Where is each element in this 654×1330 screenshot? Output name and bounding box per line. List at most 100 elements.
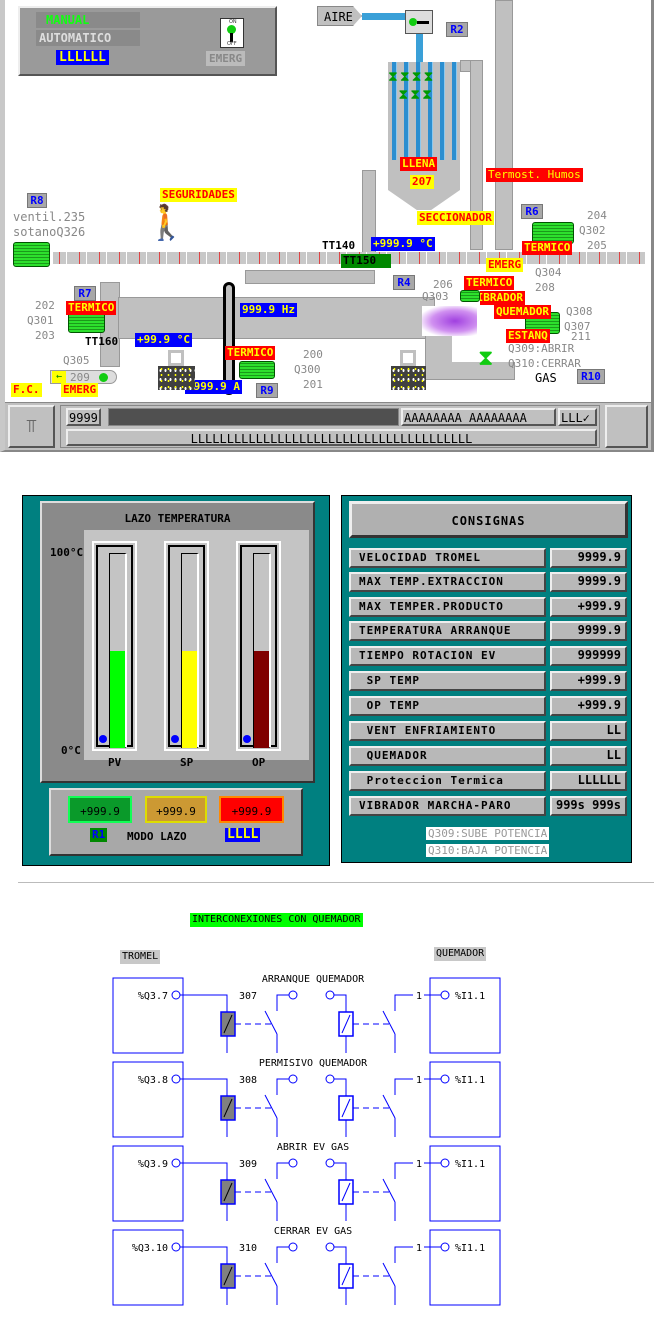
scada-view: MANUAL AUTOMATICO LLLLLL ON OFF EMERG AI… bbox=[0, 0, 654, 452]
consigna-value[interactable]: +999.9 bbox=[550, 597, 627, 617]
consigna-value[interactable]: 9999.9 bbox=[550, 548, 627, 568]
plc-output-box bbox=[112, 1061, 184, 1138]
alarm-count: 9999 bbox=[66, 408, 101, 426]
vibrador-motor[interactable] bbox=[460, 290, 480, 302]
arrow-left-icon: ← bbox=[52, 371, 66, 383]
burner-input-box bbox=[429, 1061, 501, 1138]
consigna-value[interactable]: +999.9 bbox=[550, 671, 627, 691]
consigna-label[interactable]: VELOCIDAD TROMEL bbox=[349, 548, 546, 568]
interconexiones-title: INTERCONEXIONES CON QUEMADOR bbox=[190, 913, 363, 927]
modo-lazo-value[interactable]: LLLL bbox=[225, 827, 261, 842]
bar-label: SP bbox=[180, 756, 194, 769]
op-value-button[interactable]: +999.9 bbox=[219, 796, 284, 823]
quem-code: Q308 bbox=[566, 305, 593, 318]
consigna-label[interactable]: TIEMPO ROTACION EV bbox=[349, 646, 546, 666]
manual-button[interactable]: MANUAL bbox=[36, 12, 140, 28]
person-icon[interactable]: 🚶 bbox=[145, 203, 188, 243]
consigna-label[interactable]: MAX TEMP.EXTRACCION bbox=[349, 572, 546, 592]
r6-motor[interactable] bbox=[532, 222, 574, 244]
consigna-label[interactable]: TEMPERATURA ARRANQUE bbox=[349, 621, 546, 641]
plc-output: %Q3.8 bbox=[138, 1075, 168, 1086]
consigna-label[interactable]: Proteccion Termica bbox=[349, 771, 546, 791]
row-title: ARRANQUE QUEMADOR bbox=[262, 974, 365, 985]
r6-code: 205 bbox=[587, 239, 607, 252]
hopper bbox=[391, 366, 426, 390]
gas-valve-icon[interactable]: ⧗ bbox=[478, 346, 494, 371]
consigna-value[interactable]: LL bbox=[550, 746, 627, 766]
terminal-icon bbox=[325, 990, 335, 1000]
frequency-unit: Hz bbox=[281, 303, 295, 316]
terminal-icon bbox=[171, 1242, 181, 1252]
terminal-icon bbox=[440, 1158, 450, 1168]
r9-motor[interactable] bbox=[239, 361, 275, 379]
hopper bbox=[158, 366, 195, 390]
consigna-label[interactable]: SP TEMP bbox=[349, 671, 546, 691]
consigna-value[interactable]: LL bbox=[550, 721, 627, 741]
consigna-value[interactable]: 999s 999s bbox=[550, 796, 627, 816]
relay-number: 308 bbox=[239, 1075, 257, 1086]
ack-button[interactable]: LLL✓ bbox=[558, 408, 597, 426]
r9-tag: R9 bbox=[256, 383, 278, 398]
r2-tag: R2 bbox=[446, 22, 468, 37]
consigna-value[interactable]: +999.9 bbox=[550, 696, 627, 716]
alarm-bell-button[interactable]: ⫪ bbox=[8, 405, 55, 448]
switch-knob-icon bbox=[227, 25, 236, 34]
automatico-button[interactable]: AUTOMATICO bbox=[36, 30, 140, 46]
tt140-reading: +999.9 bbox=[373, 237, 413, 250]
interlock-row: ABRIR EV GAS %Q3.9 309 1 %I1.1 bbox=[112, 1142, 501, 1222]
fan-motor[interactable] bbox=[13, 242, 50, 267]
scale-max: 100°C bbox=[50, 546, 84, 559]
air-pipe bbox=[362, 13, 406, 20]
row-title: PERMISIVO QUEMADOR bbox=[259, 1058, 368, 1069]
consigna-label[interactable]: VENT ENFRIAMIENTO bbox=[349, 721, 546, 741]
consigna-value[interactable]: 9999.9 bbox=[550, 621, 627, 641]
emerg-indicator: EMERG bbox=[486, 258, 524, 272]
bulb-icon bbox=[243, 735, 251, 743]
alarm-message: LLLLLLLLLLLLLLLLLLLLLLLLLLLLLLLLLLLLLLL bbox=[66, 429, 597, 446]
r6-code: 204 bbox=[587, 209, 607, 222]
bar-op bbox=[236, 541, 281, 751]
sp-value-button[interactable]: +999.9 bbox=[145, 796, 207, 823]
r9-code: 200 bbox=[303, 348, 323, 361]
consigna-label[interactable]: QUEMADOR bbox=[349, 746, 546, 766]
alarm-text: AAAAAAAA AAAAAAAA bbox=[401, 408, 556, 426]
consigna-label[interactable]: MAX TEMPER.PRODUCTO bbox=[349, 597, 546, 617]
quemador-label-right: QUEMADOR bbox=[434, 947, 487, 961]
r9-code: 201 bbox=[303, 378, 323, 391]
r7-code: 203 bbox=[35, 329, 55, 342]
lazo-panel: LAZO TEMPERATURA 100°C 0°C PV SP OP +999… bbox=[22, 495, 330, 866]
plc-output-box bbox=[112, 1145, 184, 1222]
bar-label: OP bbox=[252, 756, 266, 769]
scale-min: 0°C bbox=[61, 744, 81, 757]
consignas-title: CONSIGNAS bbox=[349, 501, 628, 538]
termost-humos: Termost. Humos bbox=[486, 168, 583, 182]
burner-input: %I1.1 bbox=[455, 1243, 485, 1254]
r7-motor[interactable] bbox=[68, 312, 105, 333]
filter-level: 207 bbox=[410, 175, 434, 189]
tromel-label: TROMEL bbox=[120, 950, 161, 964]
tt160-unit: °C bbox=[176, 333, 190, 346]
consigna-value[interactable]: 999999 bbox=[550, 646, 627, 666]
r7-tag: R7 bbox=[74, 286, 96, 301]
terminal-icon bbox=[288, 990, 298, 1000]
pv-value-button[interactable]: +999.9 bbox=[68, 796, 132, 823]
burner-input: %I1.1 bbox=[455, 1075, 485, 1086]
air-valve-switch[interactable] bbox=[405, 10, 433, 34]
q305-code: Q305 bbox=[63, 354, 90, 367]
r1-tag: R1 bbox=[90, 828, 108, 842]
wire-number: 1 bbox=[416, 1075, 422, 1086]
fc-label: F.C. bbox=[11, 383, 42, 397]
divider bbox=[18, 882, 654, 883]
mode-panel: MANUAL AUTOMATICO LLLLLL ON OFF EMERG bbox=[18, 6, 277, 76]
lazo-title: LAZO TEMPERATURA bbox=[124, 512, 231, 525]
consigna-value[interactable]: LLLLLL bbox=[550, 771, 627, 791]
consigna-label[interactable]: VIBRADOR MARCHA-PARO bbox=[349, 796, 546, 816]
seccionador-label: SECCIONADOR bbox=[417, 211, 494, 225]
consigna-value[interactable]: 9999.9 bbox=[550, 572, 627, 592]
consigna-label[interactable]: OP TEMP bbox=[349, 696, 546, 716]
emergency-switch[interactable]: ON OFF bbox=[220, 18, 244, 48]
mode-value: LLLLLL bbox=[56, 50, 109, 65]
bar-fill bbox=[254, 650, 269, 748]
terminal-icon bbox=[288, 1158, 298, 1168]
